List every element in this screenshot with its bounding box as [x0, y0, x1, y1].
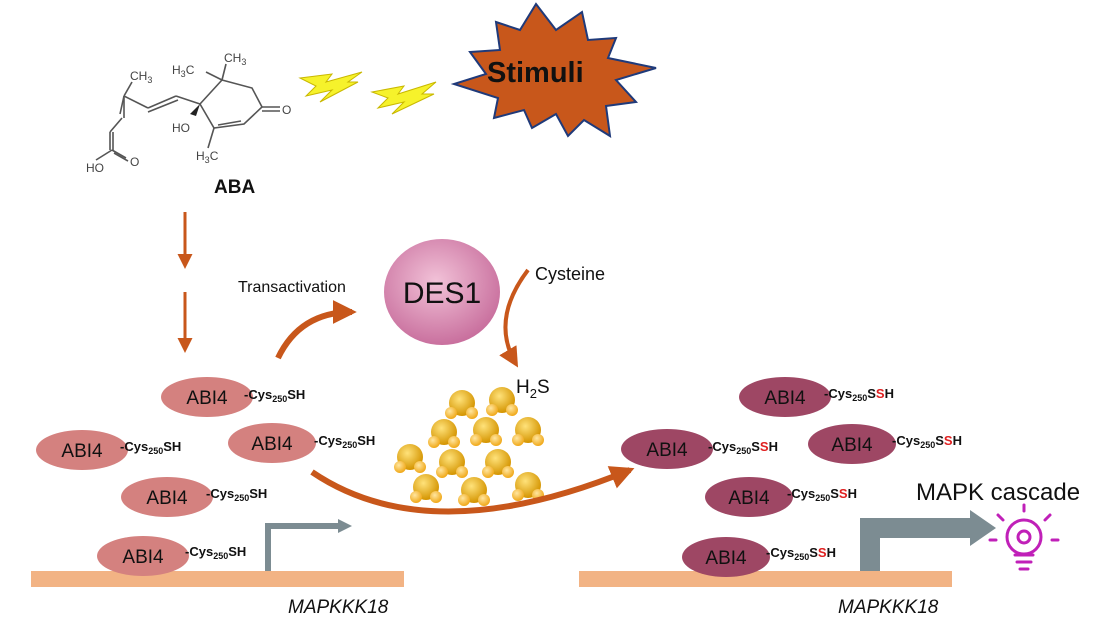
- svg-text:ABI4: ABI4: [251, 434, 293, 455]
- h2s-molecule: [482, 449, 514, 478]
- svg-text:ABI4: ABI4: [764, 388, 806, 409]
- abi4-reduced-5: ABI4 -Cys250SH: [97, 536, 246, 576]
- lightning-bolt-left: [298, 71, 363, 103]
- aba-atom-labels: CH3 H3C CH3 HO H3C O HO O: [86, 51, 291, 175]
- persulfidation-arrow: [310, 466, 635, 515]
- svg-text:ABI4: ABI4: [705, 548, 747, 569]
- gene-arrowhead-left: [338, 519, 352, 533]
- h2s-molecule: [486, 387, 518, 416]
- atom-acid-ho: HO: [86, 161, 104, 175]
- gene-name-right: MAPKKK18: [838, 597, 939, 618]
- atom-acid-o: O: [130, 155, 139, 169]
- stimuli-label: Stimuli: [487, 57, 584, 89]
- atom-o-ketone: O: [282, 103, 291, 117]
- svg-text:ABI4: ABI4: [61, 441, 103, 462]
- abi4-reduced-4: ABI4 -Cys250SH: [121, 477, 267, 517]
- abi4-reduced-1: ABI4 -Cys250SH: [161, 377, 305, 417]
- h2s-molecule: [512, 472, 544, 501]
- stimuli-burst: [450, 2, 657, 138]
- h2s-molecule: [428, 419, 460, 448]
- aba-molecule: [95, 63, 280, 162]
- svg-text:-Cys250SSH: -Cys250SSH: [787, 486, 857, 503]
- transactivation-label: Transactivation: [238, 279, 346, 296]
- svg-text:ABI4: ABI4: [728, 488, 770, 509]
- des1-enzyme: [384, 239, 500, 345]
- abi4-persulfidated-1: ABI4 -Cys250SSH: [739, 377, 894, 417]
- h2s-molecule: [445, 390, 478, 419]
- atom-ch3-ring: CH3: [224, 51, 246, 67]
- svg-text:ABI4: ABI4: [146, 488, 188, 509]
- svg-text:-Cys250SSH: -Cys250SSH: [892, 433, 962, 450]
- svg-text:ABI4: ABI4: [122, 547, 164, 568]
- abi4-reduced-3: ABI4 -Cys250SH: [228, 423, 375, 463]
- svg-text:-Cys250SH: -Cys250SH: [206, 486, 267, 503]
- svg-text:-Cys250SSH: -Cys250SSH: [766, 545, 836, 562]
- abi4-persulfidated-2: ABI4 -Cys250SSH: [621, 429, 778, 469]
- dna-strand-right: [579, 571, 952, 587]
- svg-text:-Cys250SH: -Cys250SH: [120, 439, 181, 456]
- svg-text:ABI4: ABI4: [646, 440, 688, 461]
- lightbulb-icon: [988, 503, 1060, 571]
- gene-arrow-right: [860, 518, 972, 571]
- h2s-molecule: [436, 449, 468, 478]
- h2s-molecule: [458, 477, 490, 506]
- atom-h3c-ring: H3C: [172, 63, 195, 79]
- svg-text:-Cys250SH: -Cys250SH: [185, 544, 246, 561]
- atom-oh-ring: HO: [172, 121, 190, 135]
- cysteine-label: Cysteine: [535, 264, 605, 284]
- cysteine-arrow: [499, 268, 530, 368]
- h2s-label: H2S: [516, 377, 550, 401]
- transactivation-arrow: [275, 300, 357, 360]
- dna-strand-left: [31, 571, 404, 587]
- atom-ch3-top: CH3: [130, 69, 152, 85]
- abi4-persulfidated-5: ABI4 -Cys250SSH: [682, 537, 836, 577]
- h2s-molecule: [394, 444, 426, 473]
- wedge-bond: [190, 104, 200, 116]
- gene-arrowhead-right: [970, 510, 996, 546]
- svg-text:ABI4: ABI4: [186, 388, 228, 409]
- svg-text:-Cys250SSH: -Cys250SSH: [824, 386, 894, 403]
- h2s-molecule: [470, 417, 502, 446]
- h2s-molecule: [512, 417, 544, 446]
- abi4-persulfidated-3: ABI4 -Cys250SSH: [808, 424, 962, 464]
- svg-text:-Cys250SH: -Cys250SH: [314, 433, 375, 450]
- svg-text:-Cys250SH: -Cys250SH: [244, 387, 305, 404]
- h2s-molecules: [394, 387, 544, 506]
- gene-name-left: MAPKKK18: [288, 597, 389, 618]
- aba-label: ABA: [214, 177, 255, 198]
- svg-text:ABI4: ABI4: [831, 435, 873, 456]
- svg-text:-Cys250SSH: -Cys250SSH: [708, 439, 778, 456]
- atom-ch3-bottom: H3C: [196, 149, 219, 165]
- h2s-molecule: [410, 474, 442, 503]
- abi4-reduced-2: ABI4 -Cys250SH: [36, 430, 181, 470]
- des1-label: DES1: [403, 277, 481, 310]
- gene-arrow-left: [265, 523, 340, 571]
- lightning-bolt-right: [370, 81, 437, 115]
- mapk-cascade-label: MAPK cascade: [916, 479, 1080, 506]
- abi4-persulfidated-4: ABI4 -Cys250SSH: [705, 477, 857, 517]
